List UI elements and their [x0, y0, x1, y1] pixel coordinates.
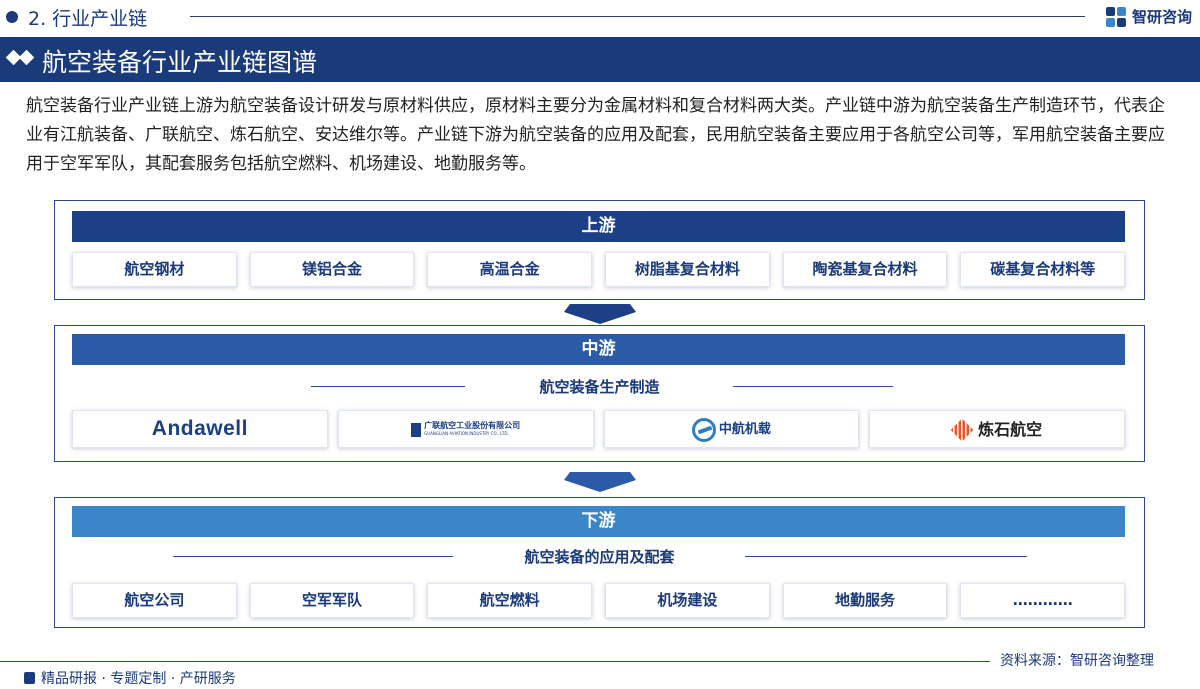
midstream-subtitle: 航空装备生产制造 — [539, 378, 660, 396]
downstream-item: 地勤服务 — [782, 583, 948, 618]
source-note: 资料来源：智研咨询整理 — [1000, 653, 1154, 669]
guanglian-mark-icon — [411, 422, 422, 437]
guanglian-english-name: GUANGLIAN AVIATION INDUSTRY CO., LTD. — [424, 430, 509, 436]
andawell-logo: Andawell — [151, 417, 248, 440]
source-divider — [0, 661, 990, 662]
subtitle-line-left — [173, 556, 453, 557]
upstream-panel: 上游 航空钢材 镁铝合金 高温合金 树脂基复合材料 陶瓷基复合材料 碳基复合材料… — [54, 200, 1145, 300]
subtitle-line-right — [733, 386, 893, 387]
description-paragraph: 航空装备行业产业链上游为航空装备设计研发与原材料供应，原材料主要分为金属材料和复… — [26, 96, 1165, 174]
footer-tagline: 精品研报 · 专题定制 · 产研服务 — [24, 668, 236, 688]
zhonghang-logo: 中航机载 — [691, 412, 771, 448]
upstream-item: 镁铝合金 — [249, 252, 415, 287]
footer-logo-icon — [24, 672, 35, 684]
section-title: 2. 行业产业链 — [28, 8, 148, 30]
upstream-item: 碳基复合材料等 — [960, 252, 1126, 287]
upstream-item: 陶瓷基复合材料 — [782, 252, 948, 287]
page-title: 航空装备行业产业链图谱 — [42, 48, 318, 77]
upstream-item: 树脂基复合材料 — [605, 252, 770, 287]
top-bar: 2. 行业产业链 智研咨询 — [0, 0, 1200, 34]
downstream-item: 航空公司 — [72, 583, 237, 618]
downstream-item: 航空燃料 — [427, 583, 593, 618]
subtitle-line-right — [745, 556, 1027, 557]
company-logo-guanglian: 广联航空工业股份有限公司 GUANGLIAN AVIATION INDUSTRY… — [337, 410, 594, 448]
upstream-item: 航空钢材 — [72, 252, 237, 287]
downstream-subtitle: 航空装备的应用及配套 — [524, 548, 675, 566]
zhonghang-name: 中航机载 — [718, 421, 771, 437]
downstream-item: 机场建设 — [605, 583, 770, 618]
lianshi-emblem-icon — [950, 418, 974, 441]
downstream-items: 航空公司 空军军队 航空燃料 机场建设 地勤服务 ………… — [72, 583, 1126, 618]
title-banner: 航空装备行业产业链图谱 — [0, 37, 1200, 82]
footer-tagline-text: 精品研报 · 专题定制 · 产研服务 — [41, 671, 236, 687]
midstream-header: 中游 — [72, 334, 1125, 365]
zhonghang-emblem-icon — [691, 417, 716, 442]
upstream-item: 高温合金 — [427, 252, 593, 287]
midstream-companies: Andawell 广联航空工业股份有限公司 GUANGLIAN AVIATION… — [72, 410, 1125, 448]
company-logo-lianshi: 炼石航空 — [869, 410, 1125, 448]
bullet-dot-icon — [6, 11, 18, 23]
subtitle-line-left — [311, 386, 465, 387]
upstream-items: 航空钢材 镁铝合金 高温合金 树脂基复合材料 陶瓷基复合材料 碳基复合材料等 — [72, 252, 1126, 287]
upstream-header: 上游 — [72, 211, 1125, 242]
lianshi-logo: 炼石航空 — [950, 412, 1043, 448]
company-logo-zhonghang: 中航机载 — [603, 410, 860, 448]
downstream-header: 下游 — [72, 506, 1125, 537]
diamond-icon — [5, 49, 38, 66]
brand-name: 智研咨询 — [1132, 8, 1193, 26]
company-logo-andawell: Andawell — [72, 410, 328, 448]
lianshi-name: 炼石航空 — [978, 419, 1043, 439]
downstream-item: 空军军队 — [249, 583, 415, 618]
guanglian-name: 广联航空工业股份有限公司 — [424, 420, 521, 430]
brand: 智研咨询 — [1106, 6, 1192, 27]
midstream-panel: 中游 航空装备生产制造 Andawell 广联航空工业股份有限公司 GUANGL… — [54, 325, 1145, 462]
flow-arrow-icon — [564, 472, 636, 492]
flow-arrow-icon — [564, 304, 636, 324]
downstream-item: ………… — [960, 583, 1126, 618]
brand-logo-icon — [1106, 6, 1128, 27]
divider — [190, 16, 1085, 17]
guanglian-logo: 广联航空工业股份有限公司 GUANGLIAN AVIATION INDUSTRY… — [411, 420, 521, 438]
downstream-panel: 下游 航空装备的应用及配套 航空公司 空军军队 航空燃料 机场建设 地勤服务 …… — [54, 497, 1145, 628]
